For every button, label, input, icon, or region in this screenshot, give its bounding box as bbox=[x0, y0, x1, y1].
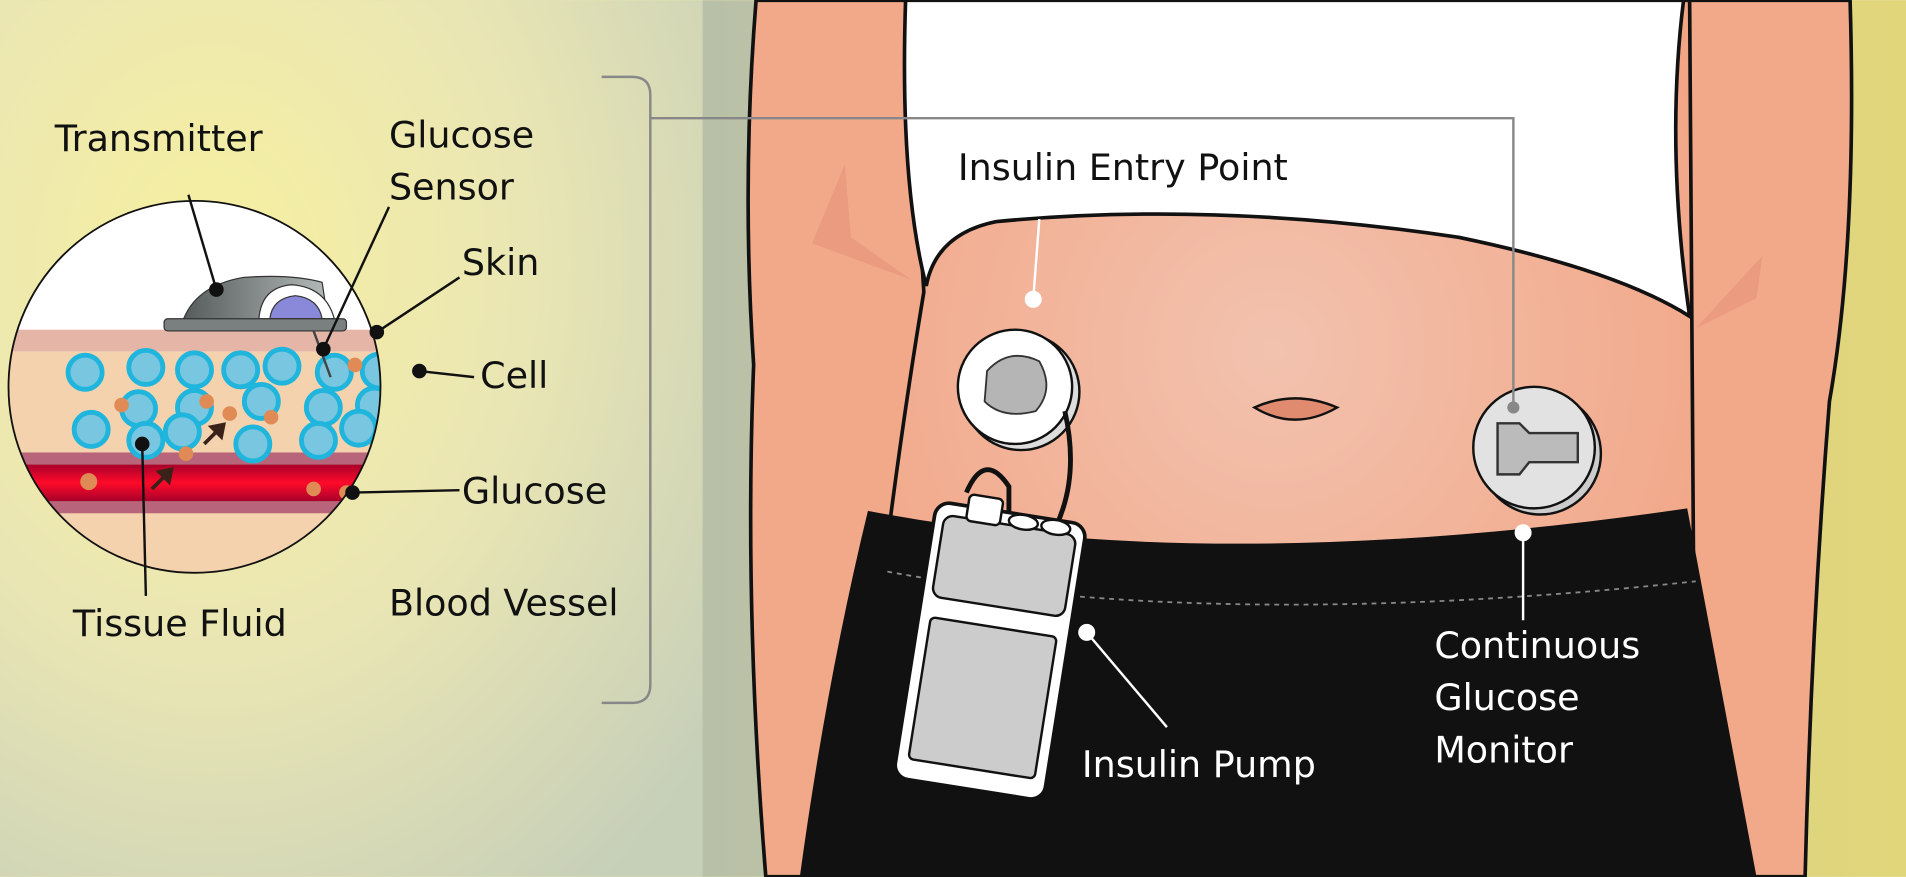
cell bbox=[233, 424, 273, 464]
label-insulin-pump: Insulin Pump bbox=[1082, 743, 1316, 786]
cell bbox=[299, 420, 338, 460]
skin-cross-section bbox=[8, 200, 381, 573]
insulin-pump-device bbox=[893, 493, 1087, 801]
cell bbox=[339, 408, 379, 448]
cell bbox=[71, 409, 111, 449]
navel bbox=[1251, 397, 1340, 421]
inset-bracket bbox=[601, 75, 652, 705]
transmitter-device bbox=[163, 275, 348, 378]
label-skin: Skin bbox=[462, 241, 539, 284]
inset-circle-border bbox=[7, 199, 382, 574]
body-leader-lines bbox=[1024, 218, 1532, 728]
arrow-icon bbox=[150, 467, 174, 491]
shirt bbox=[902, 0, 1692, 320]
cell bbox=[314, 352, 354, 392]
pump-tubing-loop bbox=[964, 467, 1012, 536]
cgm-device bbox=[1472, 385, 1603, 516]
label-cgm-2: Glucose bbox=[1434, 676, 1579, 719]
cgm-connector-dot bbox=[1507, 401, 1520, 414]
insulin-infusion-site bbox=[956, 328, 1081, 452]
inset-leader-lines bbox=[134, 194, 475, 596]
cell bbox=[162, 412, 202, 452]
label-transmitter: Transmitter bbox=[54, 117, 263, 160]
label-glucose-sensor-1: Glucose bbox=[389, 113, 534, 156]
elbow-crease-left bbox=[811, 164, 912, 280]
cell bbox=[262, 346, 302, 386]
cell bbox=[126, 347, 166, 387]
arrow-icon bbox=[202, 422, 226, 446]
label-cgm-3: Monitor bbox=[1434, 728, 1573, 771]
cell bbox=[221, 350, 261, 390]
label-insulin-entry-point: Insulin Entry Point bbox=[958, 146, 1288, 189]
cell bbox=[241, 381, 281, 421]
cell bbox=[303, 388, 343, 427]
label-cell: Cell bbox=[480, 354, 548, 397]
label-tissue-fluid: Tissue Fluid bbox=[72, 602, 287, 645]
label-cgm-1: Continuous bbox=[1434, 624, 1640, 667]
label-glucose-sensor-2: Sensor bbox=[389, 166, 514, 209]
cell bbox=[175, 350, 214, 390]
cells bbox=[65, 346, 381, 464]
label-blood-vessel: Blood Vessel bbox=[389, 581, 619, 624]
blood-vessel bbox=[8, 464, 381, 502]
cell bbox=[65, 352, 105, 392]
cgm-connector-line bbox=[650, 116, 1515, 408]
skin-layer bbox=[8, 329, 381, 352]
label-glucose: Glucose bbox=[462, 470, 607, 513]
